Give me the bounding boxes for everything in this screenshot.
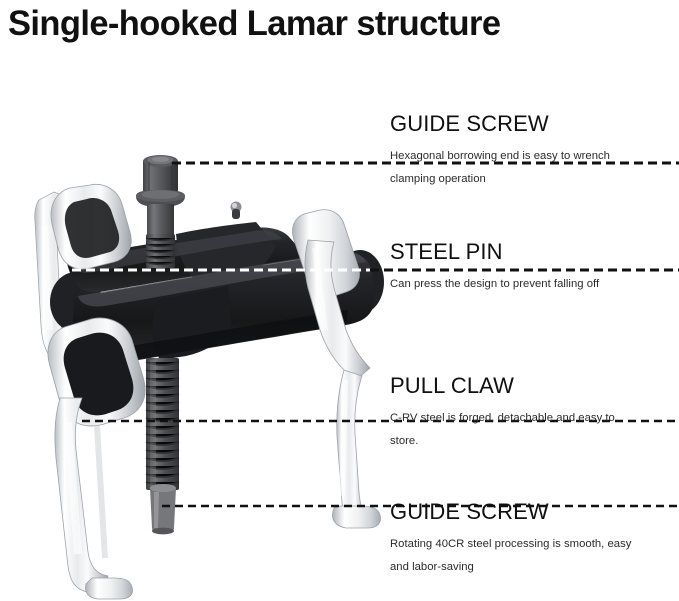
product-illustration	[8, 130, 390, 601]
steel-pin	[230, 201, 242, 219]
callout-heading: GUIDE SCREW	[390, 499, 549, 524]
callout-line-2: clamping operation	[390, 173, 486, 185]
screw-tip	[150, 484, 176, 535]
right-pull-claw	[292, 209, 381, 529]
callout-line-1: Rotating 40CR steel processing is smooth…	[390, 538, 632, 550]
threaded-shaft	[145, 358, 180, 490]
callout-line-1: Can press the design to prevent falling …	[390, 278, 600, 290]
callout-heading: PULL CLAW	[390, 373, 514, 398]
callout-steel-pin: STEEL PIN Can press the design to preven…	[390, 240, 679, 296]
callout-guide-screw-bottom: GUIDE SCREW Rotating 40CR steel processi…	[390, 500, 679, 579]
callout-line-1: C-RV steel is forged, detachable and eas…	[390, 412, 615, 424]
callout-line-2: store.	[390, 435, 419, 447]
upper-thread	[145, 234, 176, 268]
callout-pull-claw: PULL CLAW C-RV steel is forged, detachab…	[390, 374, 679, 453]
callout-heading: STEEL PIN	[390, 239, 503, 264]
callout-heading: GUIDE SCREW	[390, 111, 549, 136]
callout-line-2: and labor-saving	[390, 561, 474, 573]
left-pull-claw-front	[47, 183, 146, 600]
callout-guide-screw-top: GUIDE SCREW Hexagonal borrowing end is e…	[390, 112, 679, 191]
hex-guide-screw-head	[136, 155, 185, 268]
callout-line-1: Hexagonal borrowing end is easy to wrenc…	[390, 150, 610, 162]
page-title: Single-hooked Lamar structure	[8, 4, 501, 43]
